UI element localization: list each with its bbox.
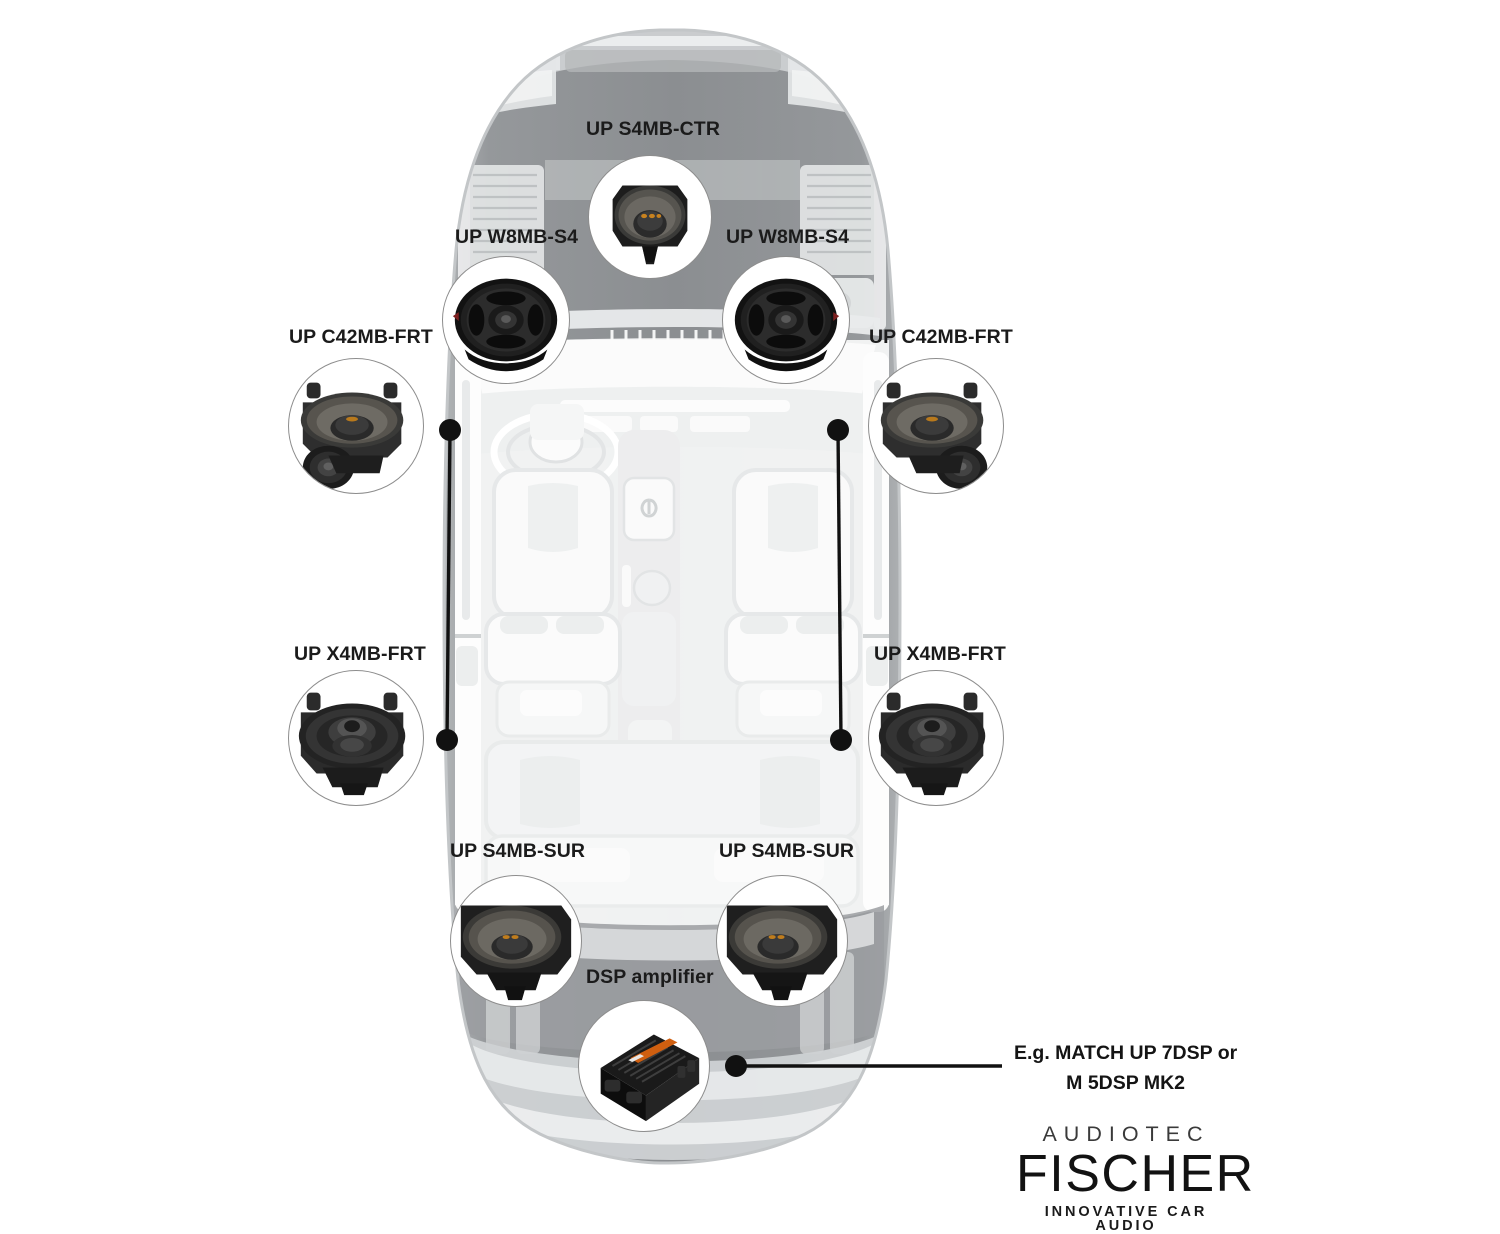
callout-front-left-woofer[interactable] bbox=[442, 256, 570, 384]
brand-line-fischer: FISCHER bbox=[1016, 1144, 1255, 1203]
amplifier-note: E.g. MATCH UP 7DSP or M 5DSP MK2 bbox=[1014, 1038, 1237, 1098]
speaker-coaxial-center-icon bbox=[612, 185, 688, 265]
speaker-surround-icon bbox=[460, 905, 572, 1001]
label-surround-left: UP S4MB-SUR bbox=[450, 840, 586, 862]
callout-surround-left[interactable] bbox=[450, 875, 582, 1007]
label-dsp-amplifier: DSP amplifier bbox=[586, 966, 714, 988]
label-center-speaker: UP S4MB-CTR bbox=[586, 118, 721, 140]
speaker-component-set-icon bbox=[300, 382, 404, 490]
label-front-right-component: UP C42MB-FRT bbox=[869, 326, 1013, 348]
amplifier-note-line2: M 5DSP MK2 bbox=[1066, 1072, 1186, 1095]
speaker-coaxial-icon bbox=[878, 692, 986, 796]
callout-front-right-woofer[interactable] bbox=[722, 256, 850, 384]
label-rear-left-coaxial: UP X4MB-FRT bbox=[294, 643, 426, 665]
callout-dsp-amplifier[interactable] bbox=[578, 1000, 710, 1132]
label-surround-right: UP S4MB-SUR bbox=[719, 840, 855, 862]
label-front-right-woofer: UP W8MB-S4 bbox=[726, 226, 850, 248]
label-rear-right-coaxial: UP X4MB-FRT bbox=[874, 643, 1006, 665]
callout-front-left-component[interactable] bbox=[288, 358, 424, 494]
brand-tagline: INNOVATIVE CAR AUDIO bbox=[1044, 1203, 1208, 1234]
speaker-coaxial-icon bbox=[298, 692, 406, 796]
speaker-woofer-icon bbox=[734, 278, 840, 372]
callout-front-right-component[interactable] bbox=[868, 358, 1004, 494]
callout-surround-right[interactable] bbox=[716, 875, 848, 1007]
speaker-woofer-icon bbox=[452, 278, 558, 372]
brand-line-audiotec: AUDIOTEC bbox=[1042, 1122, 1210, 1146]
callout-rear-left-coaxial[interactable] bbox=[288, 670, 424, 806]
label-front-left-woofer: UP W8MB-S4 bbox=[455, 226, 579, 248]
amplifier-note-line1: E.g. MATCH UP 7DSP or bbox=[1014, 1042, 1238, 1064]
dsp-amplifier-icon bbox=[600, 1034, 700, 1122]
speaker-surround-icon bbox=[726, 905, 838, 1001]
callout-rear-right-coaxial[interactable] bbox=[868, 670, 1004, 806]
callout-center-speaker[interactable] bbox=[588, 155, 712, 279]
speaker-component-set-icon bbox=[880, 382, 988, 490]
brand-logo: AUDIOTEC FISCHER INNOVATIVE CAR AUDIO bbox=[1016, 1122, 1255, 1234]
label-front-left-component: UP C42MB-FRT bbox=[289, 326, 433, 348]
